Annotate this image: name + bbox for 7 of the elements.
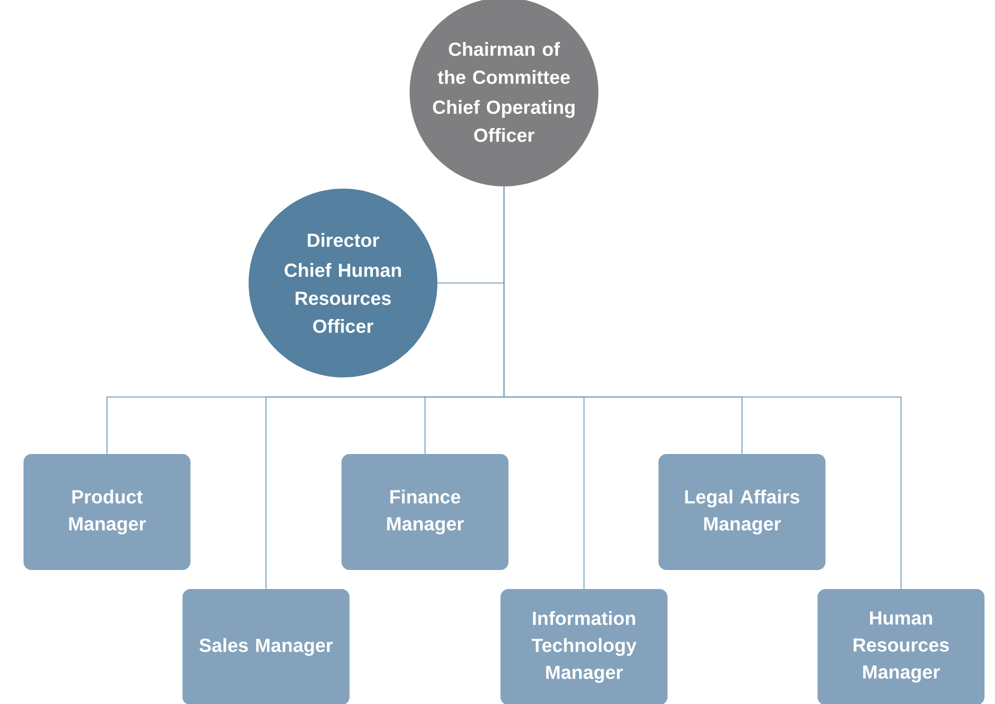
role-box: Product Manager — [24, 454, 190, 570]
role-box: Legal Affairs Manager — [658, 454, 826, 570]
role-box: Finance Manager — [342, 454, 508, 570]
role-box: Information Technology Manager — [500, 589, 668, 704]
role-box: Human Resources Manager — [818, 589, 985, 704]
connector-line — [504, 186, 902, 590]
role-box: Sales Manager — [182, 589, 350, 704]
